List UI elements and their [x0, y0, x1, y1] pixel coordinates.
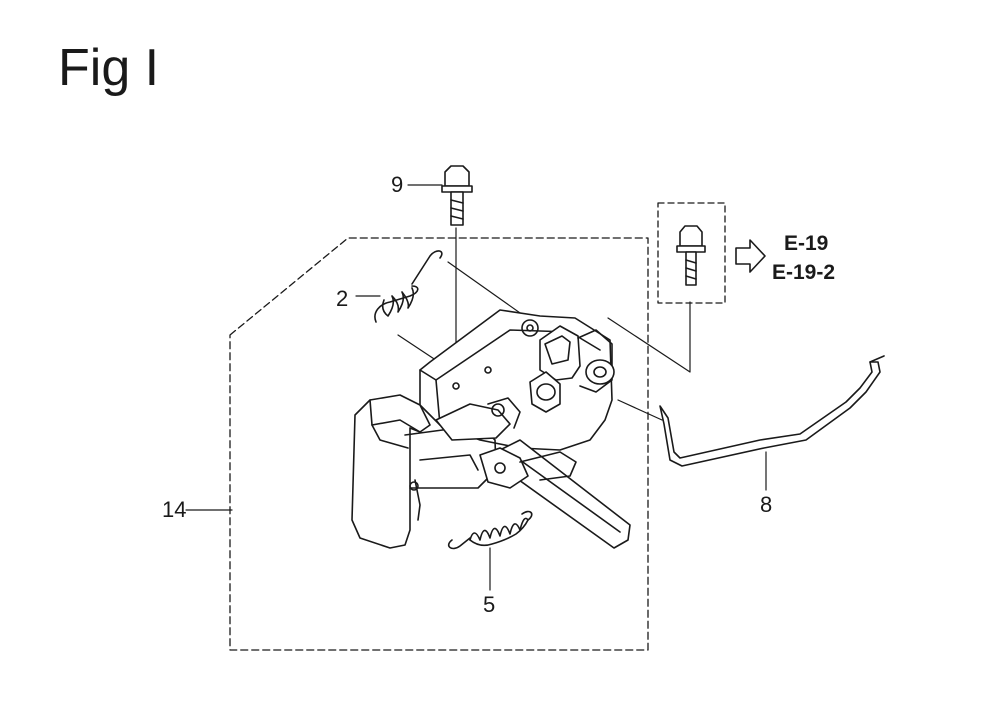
reference-e19-2: E-19-2: [772, 261, 836, 284]
callout-8: 8: [760, 492, 773, 517]
callout-5: 5: [483, 592, 496, 617]
callout-14: 14: [162, 497, 187, 522]
bolt-9: [441, 165, 473, 226]
assembly-boundary: [229, 237, 649, 651]
spring-2: [374, 250, 443, 323]
figure-title: Fig I: [58, 39, 160, 97]
spring-5: [447, 510, 533, 550]
callout-2: 2: [336, 286, 349, 311]
reference-arrow-icon: [735, 239, 766, 273]
reference-e19: E-19: [784, 232, 829, 255]
bolt-inset: [676, 225, 706, 286]
linkage: [409, 447, 577, 521]
governor-rod-8: [659, 355, 885, 467]
callout-9: 9: [391, 172, 404, 197]
governor-arm: [529, 325, 615, 413]
reference-inset-box: [657, 202, 726, 304]
